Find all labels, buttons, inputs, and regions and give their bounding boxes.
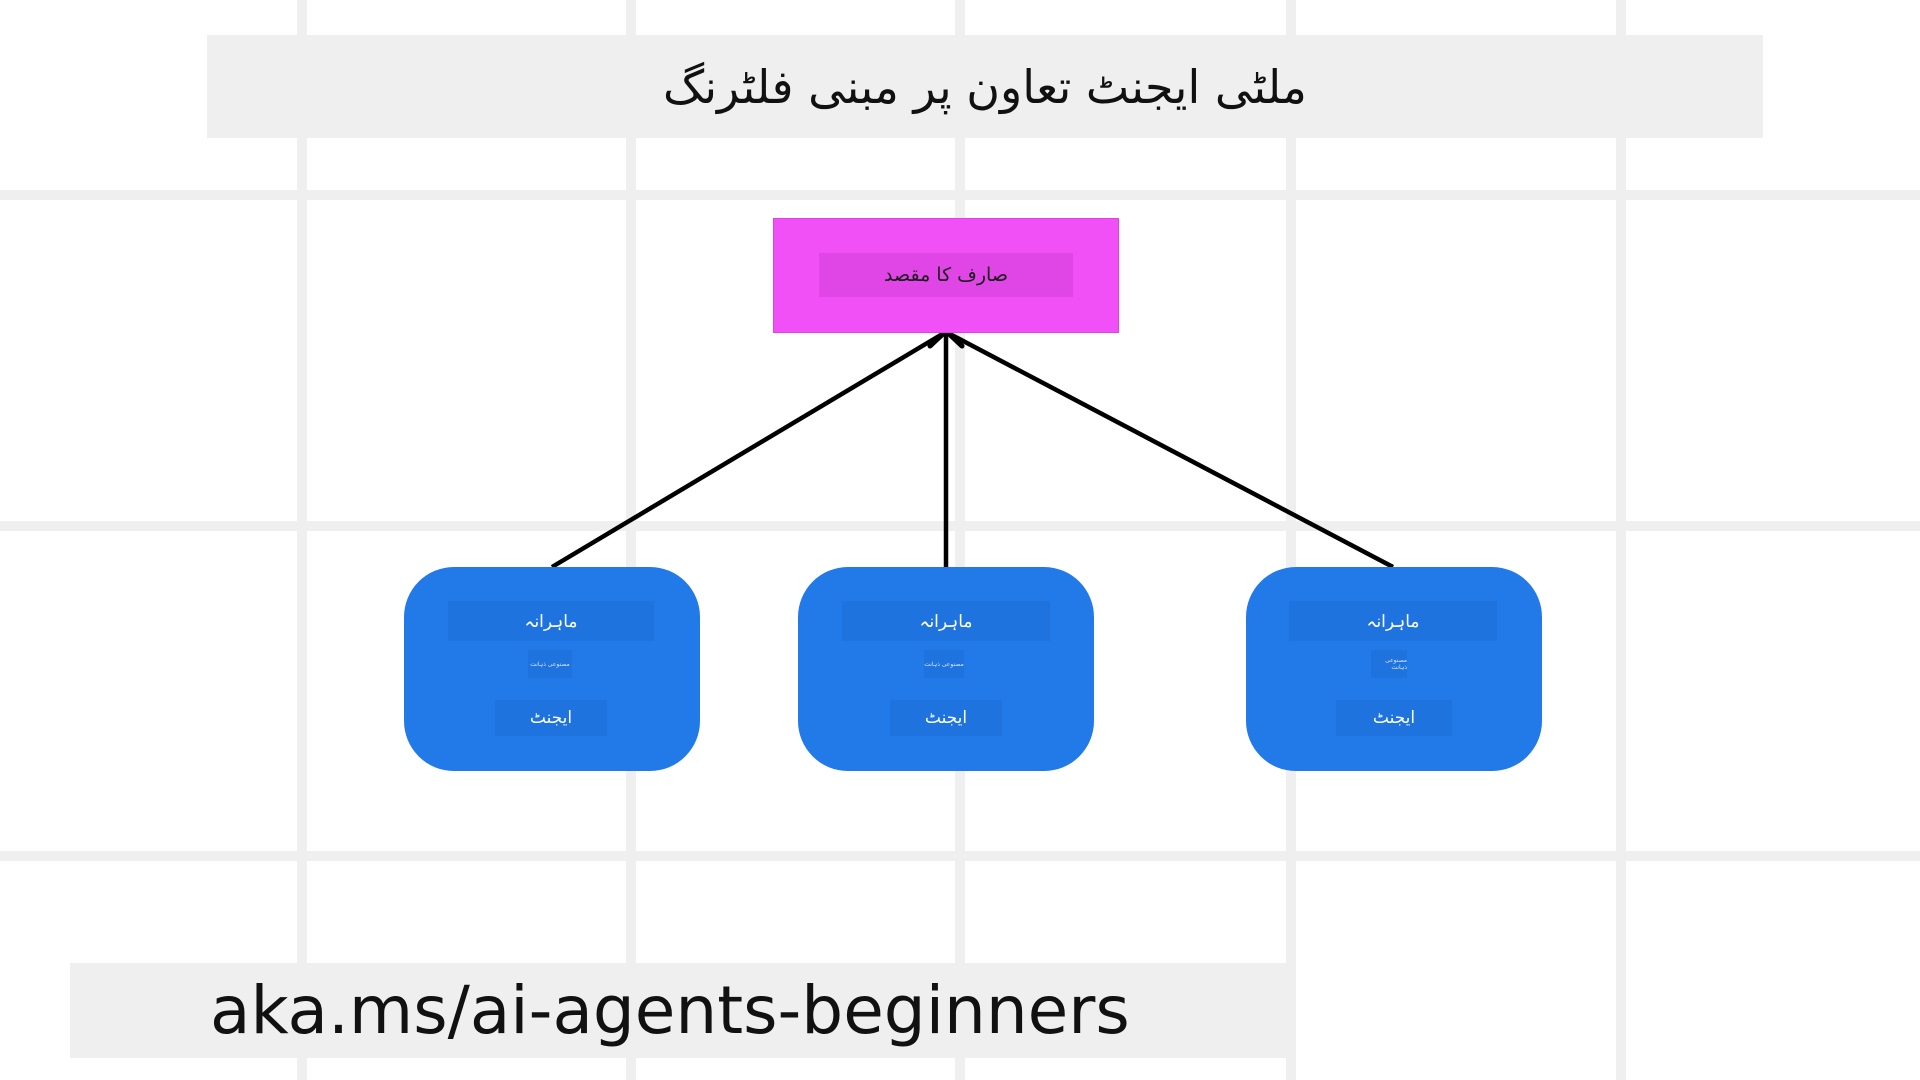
arrow-left: [550, 331, 946, 569]
agent-detail: مصنوعی ذہانت: [924, 650, 964, 678]
footer-banner: aka.ms/ai-agents-beginners: [70, 963, 1288, 1058]
grid-line: [626, 0, 636, 1080]
agent-node-left: ماہرانہ مصنوعی ذہانت ایجنٹ: [404, 567, 700, 771]
agent-title: ماہرانہ: [842, 601, 1050, 641]
agent-footer: ایجنٹ: [890, 700, 1002, 736]
diagram-title: ملٹی ایجنٹ تعاون پر مبنی فلٹرنگ: [663, 59, 1307, 114]
agent-footer: ایجنٹ: [495, 700, 607, 736]
grid-line: [297, 0, 307, 1080]
user-goal-node: صارف کا مقصد: [773, 218, 1119, 333]
grid-line: [1616, 0, 1626, 1080]
user-goal-label: صارف کا مقصد: [884, 264, 1008, 286]
footer-url: aka.ms/ai-agents-beginners: [210, 972, 1130, 1049]
grid-line: [0, 190, 1920, 200]
agent-detail: مصنوعی ذہانت: [528, 650, 572, 678]
agent-title: ماہرانہ: [448, 601, 654, 641]
arrow-right: [946, 331, 1395, 569]
agent-node-center: ماہرانہ مصنوعی ذہانت ایجنٹ: [798, 567, 1094, 771]
agent-detail: مصنوعی ذہانت: [1371, 650, 1407, 678]
grid-line: [1286, 0, 1296, 1080]
agent-title: ماہرانہ: [1289, 601, 1497, 641]
grid-line: [955, 0, 965, 1080]
agent-footer: ایجنٹ: [1336, 700, 1452, 736]
title-banner: ملٹی ایجنٹ تعاون پر مبنی فلٹرنگ: [207, 35, 1763, 138]
user-goal-label-box: صارف کا مقصد: [819, 253, 1073, 297]
grid-line: [0, 521, 1920, 531]
grid-line: [0, 851, 1920, 861]
agent-node-right: ماہرانہ مصنوعی ذہانت ایجنٹ: [1246, 567, 1542, 771]
